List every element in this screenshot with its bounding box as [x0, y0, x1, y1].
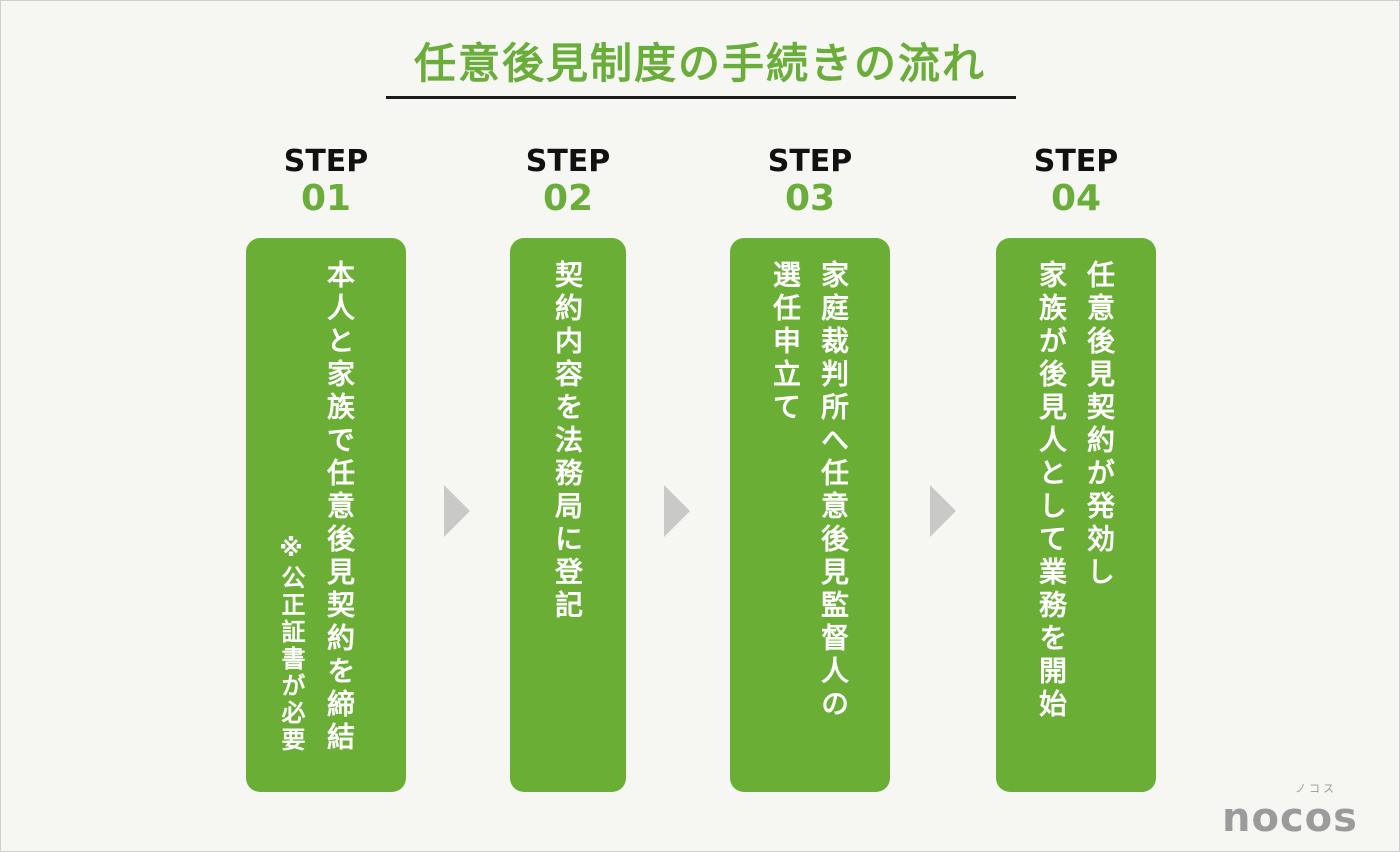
step-03-card: 家庭裁判所へ任意後見監督人の 選任申立て [730, 238, 890, 792]
step-01-text: 本人と家族で任意後見契約を締結 [323, 260, 356, 755]
step-04-card: 任意後見契約が発効し 家族が後見人として業務を開始 [996, 238, 1156, 792]
step-03-text-line2: 選任申立て [769, 260, 802, 425]
step-02-card: 契約内容を法務局に登記 [510, 238, 626, 792]
step-01-label: STEP [283, 144, 369, 179]
arrow-icon [664, 485, 690, 537]
step-03-number: 03 [784, 178, 836, 219]
logo-wordmark: nocos [1222, 795, 1358, 841]
arrow-icon [930, 485, 956, 537]
step-01-note: ※公正証書が必要 [277, 534, 305, 754]
step-04-header: STEP 04 [996, 145, 1156, 219]
step-04-text-line2: 家族が後見人として業務を開始 [1035, 260, 1068, 722]
diagram-title: 任意後見制度の手続きの流れ [413, 39, 986, 88]
step-02-label: STEP [525, 144, 611, 179]
step-02-text: 契約内容を法務局に登記 [551, 260, 584, 623]
arrow-icon [444, 485, 470, 537]
step-02-number: 02 [542, 178, 594, 219]
step-04-label: STEP [1033, 144, 1119, 179]
step-03-label: STEP [767, 144, 853, 179]
step-01-header: STEP 01 [246, 145, 406, 219]
logo-kana: ノコス [1295, 782, 1337, 795]
step-03-header: STEP 03 [730, 145, 890, 219]
step-04-number: 04 [1050, 178, 1102, 219]
nocos-logo: ノコス nocos [1210, 782, 1370, 840]
step-01-number: 01 [300, 178, 352, 219]
step-03-text-line1: 家庭裁判所へ任意後見監督人の [817, 260, 850, 722]
step-04-text-line1: 任意後見契約が発効し [1083, 260, 1116, 590]
step-01-card: 本人と家族で任意後見契約を締結 ※公正証書が必要 [246, 238, 406, 792]
step-02-header: STEP 02 [488, 145, 648, 219]
title-underline [386, 96, 1016, 99]
